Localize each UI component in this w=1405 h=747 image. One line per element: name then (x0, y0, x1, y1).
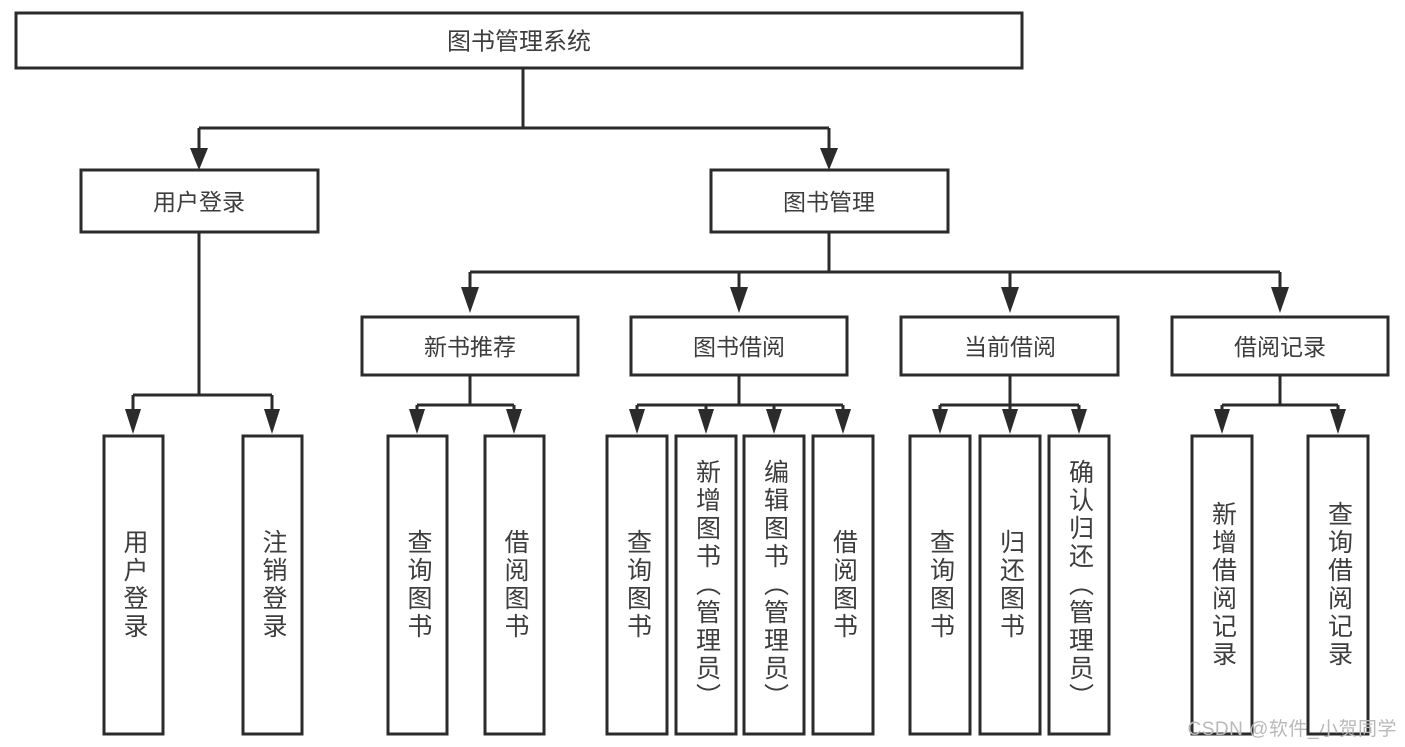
arrow-head-leaf-current-borrow-1 (932, 409, 948, 434)
arrow-head-leaf-borrow-record-1 (1214, 409, 1230, 434)
leaf-box-borrow-record-2[interactable] (1306, 434, 1370, 736)
arrow-head-leaf-book-borrow-1 (629, 409, 645, 434)
node-user-login-label: 用户登录 (153, 189, 245, 215)
node-current-borrow-label: 当前借阅 (964, 334, 1056, 360)
arrow-head-leaf-current-borrow-3 (1071, 409, 1087, 434)
leaf-box-current-borrow-2[interactable] (978, 434, 1042, 736)
leaf-box-current-borrow-1[interactable] (908, 434, 972, 736)
node-current-borrow[interactable] (899, 315, 1120, 377)
arrow-head-leaf-user-login-1 (125, 409, 141, 434)
arrow-head-current-borrow (1001, 287, 1019, 313)
arrow-head-leaf-borrow-record-2 (1330, 409, 1346, 434)
node-root-label: 图书管理系统 (447, 29, 591, 56)
leaf-box-new-book-1[interactable] (386, 434, 449, 736)
leaf-box-user-login-2[interactable] (241, 434, 304, 736)
node-new-book-recommend[interactable] (360, 315, 580, 377)
leaf-box-new-book-2[interactable] (483, 434, 546, 736)
arrow-head-leaf-user-login-2 (264, 409, 280, 434)
node-book-management[interactable] (709, 168, 950, 234)
leaf-box-current-borrow-3[interactable] (1047, 434, 1111, 736)
arrow-head-leaf-current-borrow-2 (1002, 409, 1018, 434)
leaf-box-book-borrow-3[interactable] (742, 434, 806, 736)
leaf-box-book-borrow-2[interactable] (674, 434, 738, 736)
connector-group (125, 68, 1346, 434)
arrow-head-borrow-record (1271, 287, 1289, 313)
leaf-box-book-borrow-4[interactable] (811, 434, 875, 736)
node-new-book-recommend-label: 新书推荐 (424, 334, 516, 360)
node-user-login[interactable] (79, 168, 320, 234)
arrow-head-leaf-book-borrow-4 (835, 409, 851, 434)
node-book-management-label: 图书管理 (783, 189, 875, 215)
leaf-box-borrow-record-1[interactable] (1190, 434, 1254, 736)
arrow-head-leaf-new-book-1 (409, 409, 425, 434)
node-borrow-record[interactable] (1170, 315, 1390, 377)
node-box-group: 图书管理系统 用户登录 图书管理 新书推荐 图书借阅 当前借阅 借阅记录 (14, 11, 1390, 736)
arrow-head-user-login (190, 148, 208, 170)
leaf-box-book-borrow-1[interactable] (605, 434, 669, 736)
arrow-head-new-book (461, 287, 479, 313)
arrow-head-leaf-book-borrow-2 (698, 409, 714, 434)
arrow-head-book-manage (820, 148, 838, 170)
node-book-borrow[interactable] (629, 315, 849, 377)
leaf-box-user-login-1[interactable] (102, 434, 165, 736)
watermark-text: CSDN @软件_小贺同学 (1187, 719, 1397, 740)
arrow-head-leaf-new-book-2 (506, 409, 522, 434)
arrow-head-leaf-book-borrow-3 (766, 409, 782, 434)
arrow-head-book-borrow (730, 287, 748, 313)
node-book-borrow-label: 图书借阅 (693, 334, 785, 360)
node-root-book-management-system[interactable] (14, 11, 1024, 70)
node-borrow-record-label: 借阅记录 (1234, 334, 1326, 360)
